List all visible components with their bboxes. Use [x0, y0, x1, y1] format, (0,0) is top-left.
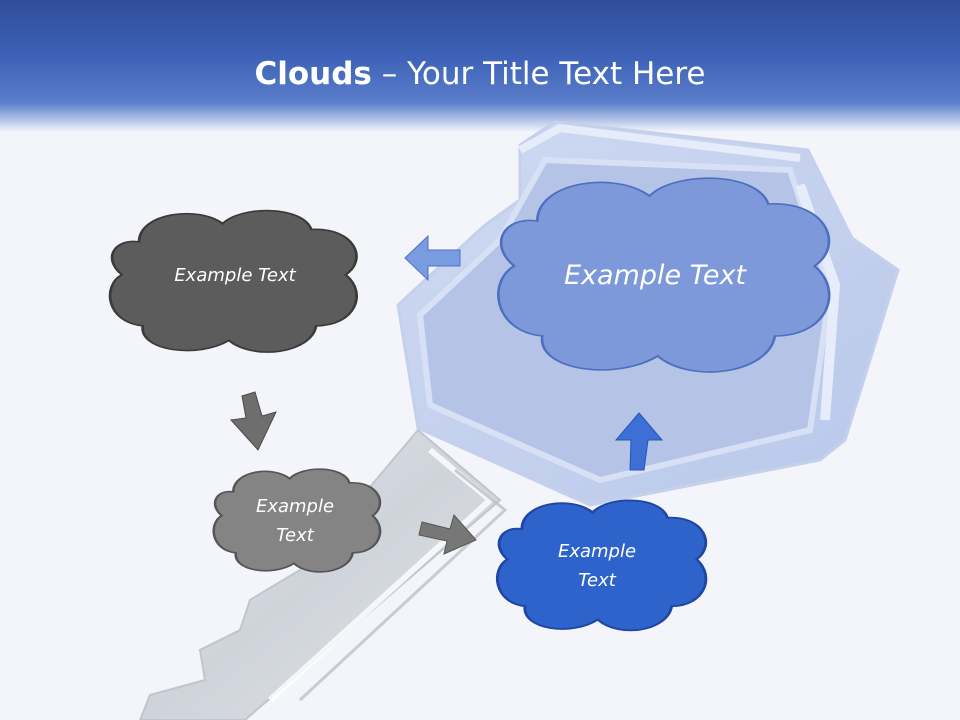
arrow-down-icon[interactable] [229, 391, 277, 451]
slide-title[interactable]: Clouds – Your Title Text Here [0, 52, 960, 96]
title-bar [0, 0, 960, 132]
arrow-up-icon[interactable] [614, 412, 664, 471]
cloud-label-dark-gray: Example Text [174, 264, 296, 286]
arrow-right-icon[interactable] [418, 513, 477, 555]
arrow-left-icon[interactable] [404, 234, 461, 282]
cloud-label-medium-gray: Example Text [255, 496, 335, 546]
cloud-label-dark-blue: Example Text [557, 541, 637, 591]
cloud-label-light-blue: Example Text [563, 259, 747, 291]
title-bold: Clouds [254, 56, 372, 92]
title-rest: Your Title Text Here [407, 56, 706, 92]
title-separator: – [381, 56, 398, 92]
